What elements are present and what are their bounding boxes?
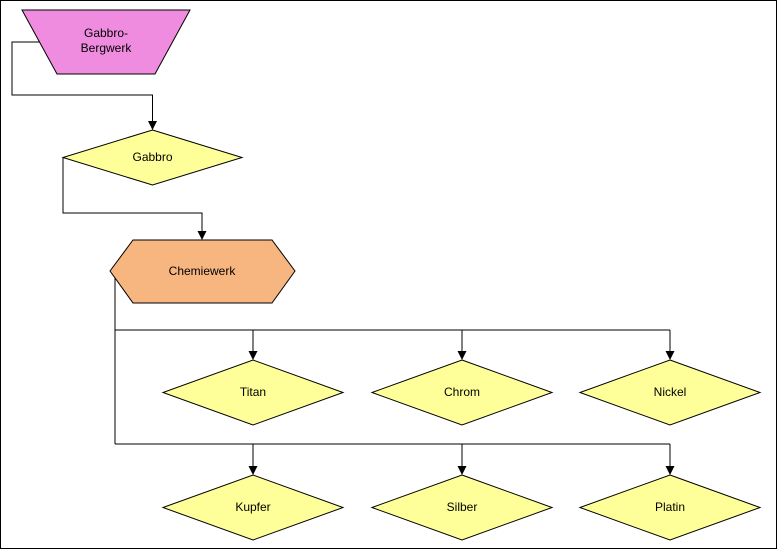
titan-shape[interactable]: [161, 359, 345, 426]
silber-label: Silber: [447, 500, 478, 514]
edge-chemiewerk-titan-arrowhead-icon: [248, 351, 258, 360]
edge-gabbro-chemiewerk-arrowhead-icon: [197, 231, 207, 240]
platin-label: Platin: [655, 500, 685, 514]
node-chrom: Chrom: [370, 359, 554, 426]
gabbro-shape[interactable]: [61, 129, 244, 186]
node-gabbro-bergwerk: Gabbro- Bergwerk: [21, 9, 191, 75]
node-gabbro: Gabbro: [61, 129, 244, 186]
titan-label: Titan: [240, 385, 266, 399]
chrom-label: Chrom: [444, 385, 480, 399]
edge-chemiewerk-nickel-arrowhead-icon: [665, 351, 675, 360]
edge-bergwerk-gabbro-arrowhead-icon: [148, 121, 157, 130]
edge-chemiewerk-chrom-arrowhead-icon: [457, 351, 467, 360]
edge-bergwerk-gabbro: [11, 41, 153, 121]
chemiewerk-label: Chemiewerk: [169, 264, 237, 278]
gabbro-bergwerk-shape[interactable]: [21, 9, 191, 75]
node-chemiewerk: Chemiewerk: [109, 239, 296, 304]
edge-chemiewerk-kupfer-arrowhead-icon: [248, 466, 258, 475]
node-nickel: Nickel: [578, 359, 762, 426]
nickel-label: Nickel: [654, 385, 687, 399]
node-platin: Platin: [578, 474, 762, 541]
gabbro-bergwerk-label-line2: Bergwerk: [81, 41, 133, 55]
silber-shape[interactable]: [370, 474, 554, 541]
chrom-shape[interactable]: [370, 359, 554, 426]
edge-chemiewerk-silber-arrowhead-icon: [457, 466, 467, 475]
node-titan: Titan: [161, 359, 345, 426]
gabbro-label: Gabbro: [132, 150, 172, 164]
chemiewerk-shape[interactable]: [109, 239, 296, 304]
edge-gabbro-chemiewerk: [62, 158, 203, 231]
node-silber: Silber: [370, 474, 554, 541]
platin-shape[interactable]: [578, 474, 762, 541]
node-kupfer: Kupfer: [161, 474, 345, 541]
kupfer-label: Kupfer: [235, 500, 270, 514]
edge-chemiewerk-platin-arrowhead-icon: [665, 466, 675, 475]
gabbro-bergwerk-label-line1: Gabbro-: [84, 26, 128, 40]
nickel-shape[interactable]: [578, 359, 762, 426]
kupfer-shape[interactable]: [161, 474, 345, 541]
